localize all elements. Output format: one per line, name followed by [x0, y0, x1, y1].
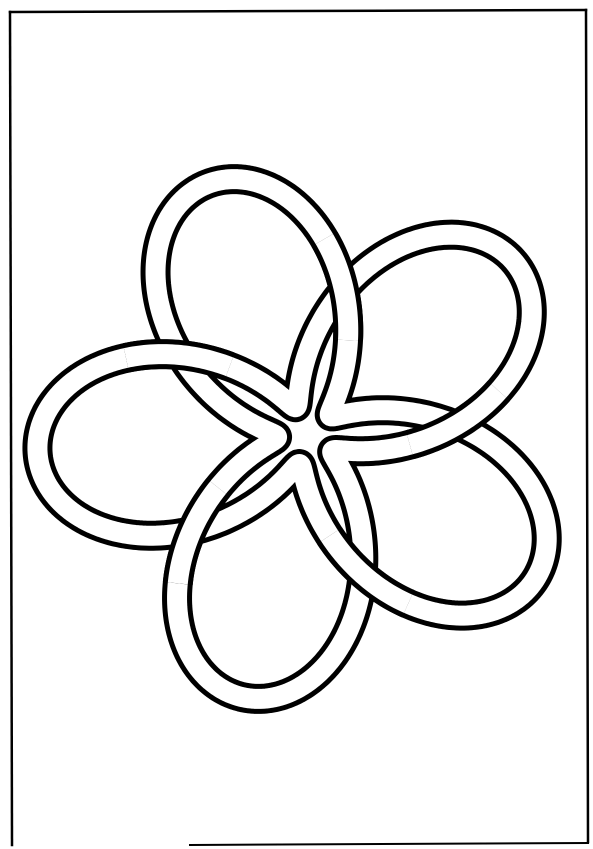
cinquefoil-knot	[37, 179, 546, 699]
crossing-overpass-inner	[126, 354, 230, 367]
frame-left-edge	[10, 12, 12, 845]
frame-bottom-edge	[190, 843, 588, 845]
crossing-overpasses	[126, 239, 499, 604]
frame-right-edge	[586, 10, 588, 842]
page-frame	[10, 10, 588, 845]
frame-top-edge	[10, 10, 586, 12]
knot-ribbon-inner	[37, 179, 546, 699]
